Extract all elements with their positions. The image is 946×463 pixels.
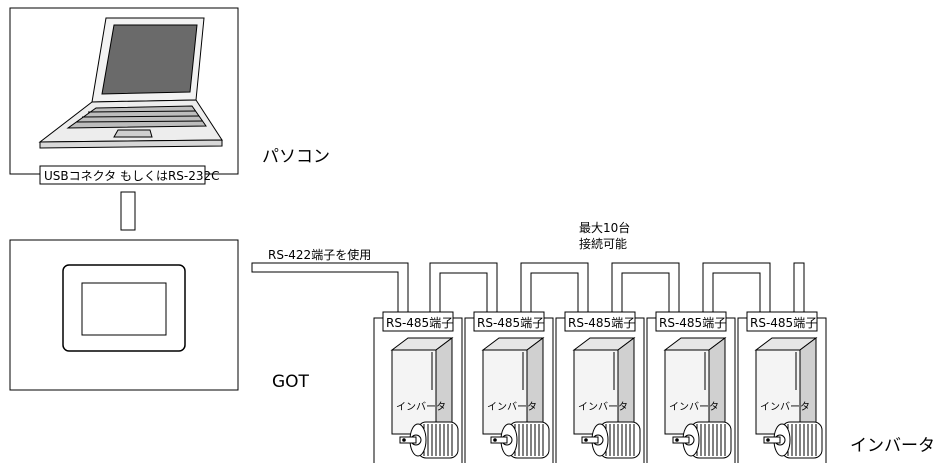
motor-icon xyxy=(581,421,641,459)
inverter-label: インバータ xyxy=(760,401,810,413)
rs485-terminal-label: RS-485端子 xyxy=(477,316,544,330)
inverter-group: RS-485端子インバータRS-485端子インバータRS-485端子インバータR… xyxy=(373,311,827,463)
rs485-terminal xyxy=(746,311,818,332)
pc-label: パソコン xyxy=(262,147,330,167)
max-line2: 接続可能 xyxy=(579,236,627,251)
rs485-terminal-label: RS-485端子 xyxy=(386,316,453,330)
rs485-terminal-label: RS-485端子 xyxy=(659,316,726,330)
daisy-chain-cables xyxy=(429,262,805,312)
laptop-icon xyxy=(38,17,223,149)
pc-connector-label: USBコネクタ もしくはRS-232C xyxy=(44,169,220,183)
inverter-group-label: インバータ xyxy=(850,436,935,456)
got-label: GOT xyxy=(272,372,310,392)
pc-got-cable xyxy=(120,191,136,231)
rs422-label: RS-422端子を使用 xyxy=(268,247,371,262)
rs485-terminal-label: RS-485端子 xyxy=(750,316,817,330)
rs485-terminal xyxy=(564,311,636,332)
rs485-terminal xyxy=(382,311,454,332)
inverter-label: インバータ xyxy=(669,401,719,413)
pc-panel: USBコネクタ もしくはRS-232C xyxy=(9,7,239,185)
got-panel xyxy=(9,239,239,391)
rs485-terminal xyxy=(655,311,727,332)
inverter-label: インバータ xyxy=(578,401,628,413)
motor-icon xyxy=(399,421,459,459)
max-line1: 最大10台 xyxy=(579,220,630,235)
motor-icon xyxy=(763,421,823,459)
inverter-label: インバータ xyxy=(487,401,537,413)
rs485-terminal-label: RS-485端子 xyxy=(568,316,635,330)
motor-icon xyxy=(672,421,732,459)
inverter-label: インバータ xyxy=(396,401,446,413)
rs485-terminal xyxy=(473,311,545,332)
motor-icon xyxy=(490,421,550,459)
rs422-cable xyxy=(251,262,409,319)
